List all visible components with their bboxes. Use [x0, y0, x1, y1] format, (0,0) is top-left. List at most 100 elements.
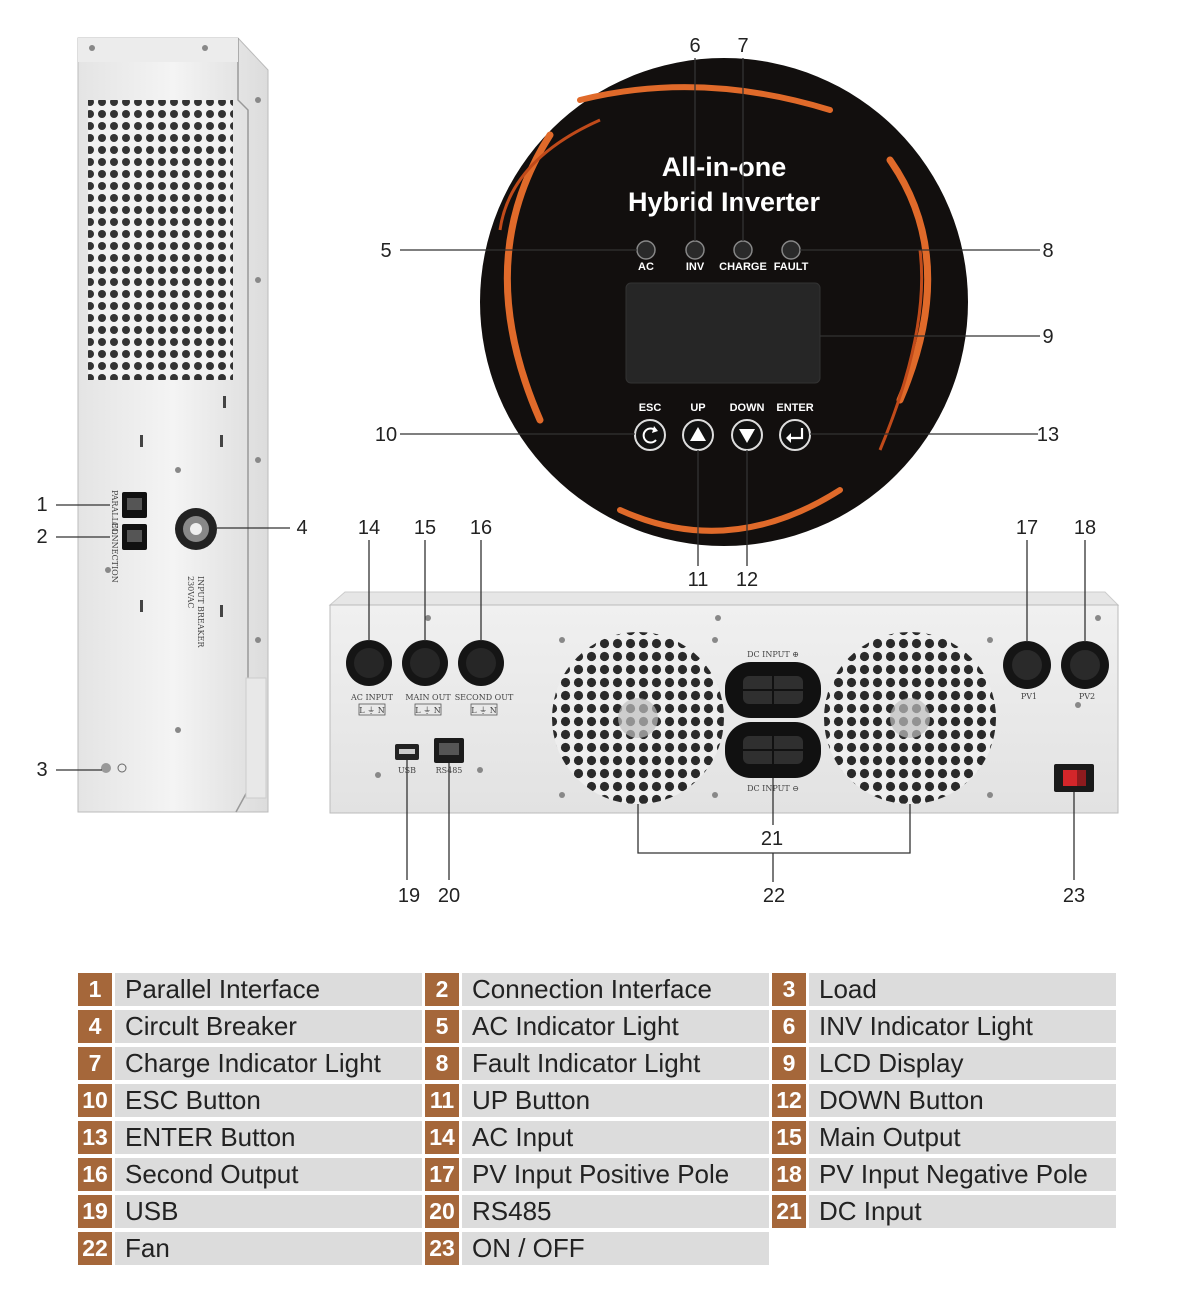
legend-label: Main Output	[809, 1121, 1116, 1154]
legend-number: 20	[425, 1195, 459, 1228]
pv2-text: PV2	[1079, 692, 1095, 701]
legend-number: 19	[78, 1195, 112, 1228]
enter-button[interactable]	[779, 419, 811, 451]
connection-text: CONNECTION	[110, 522, 119, 583]
legend-label: DC Input	[809, 1195, 1116, 1228]
legend-label: Circult Breaker	[115, 1010, 422, 1043]
callout-15: 15	[414, 517, 436, 539]
legend-label: Parallel Interface	[115, 973, 422, 1006]
legend-number: 10	[78, 1084, 112, 1117]
callout-18: 18	[1074, 517, 1096, 539]
callout-5: 5	[380, 240, 391, 262]
up-button[interactable]	[682, 419, 714, 451]
ground-terminal	[101, 763, 111, 773]
legend-number: 22	[78, 1232, 112, 1265]
legend-label: Connection Interface	[462, 973, 769, 1006]
legend-number: 1	[78, 973, 112, 1006]
second-out-lin: L ⏚ N	[471, 706, 496, 715]
callout-22: 22	[763, 885, 785, 907]
callout-17: 17	[1016, 517, 1038, 539]
panel-title-line2: Hybrid Inverter	[628, 187, 821, 217]
esc-button-label: ESC	[639, 402, 662, 414]
legend-number: 17	[425, 1158, 459, 1191]
breaker-text-1: INPUT BREAKER	[196, 576, 205, 648]
callout-16: 16	[470, 517, 492, 539]
callout-23: 23	[1063, 885, 1085, 907]
callout-21: 21	[761, 828, 783, 850]
callout-3: 3	[36, 759, 47, 781]
down-button[interactable]	[731, 419, 763, 451]
legend-label: Fan	[115, 1232, 422, 1265]
legend-label: RS485	[462, 1195, 769, 1228]
callout-14: 14	[358, 517, 380, 539]
legend-label: PV Input Negative Pole	[809, 1158, 1116, 1191]
callout-11: 11	[688, 569, 709, 591]
breaker-text-2: 230VAC	[186, 576, 195, 608]
pv1-text: PV1	[1021, 692, 1037, 701]
callout-2: 2	[36, 526, 47, 548]
legend-label: ENTER Button	[115, 1121, 422, 1154]
legend-label: ESC Button	[115, 1084, 422, 1117]
main-out-text: MAIN OUT	[405, 693, 451, 702]
callout-19: 19	[398, 885, 420, 907]
legend-label: AC Input	[462, 1121, 769, 1154]
ac-led-label: AC	[638, 261, 654, 273]
callout-numbers: 1 2 3 4 5 6 7 8 9 10 11 12 13 14 15 16 1…	[36, 35, 1096, 907]
charge-led	[733, 240, 753, 260]
legend-number: 18	[772, 1158, 806, 1191]
callout-13: 13	[1037, 424, 1059, 446]
rear-view: AC INPUT MAIN OUT SECOND OUT L ⏚ N L ⏚ N…	[328, 591, 1120, 814]
callout-12: 12	[736, 569, 758, 591]
main-out-lin: L ⏚ N	[415, 706, 440, 715]
enter-icon	[789, 428, 804, 440]
legend-number: 8	[425, 1047, 459, 1080]
legend-number: 9	[772, 1047, 806, 1080]
fault-led	[781, 240, 801, 260]
inv-led	[685, 240, 705, 260]
inv-led-label: INV	[686, 261, 705, 273]
side-vent-grille	[88, 100, 233, 380]
legend-number: 13	[78, 1121, 112, 1154]
legend-label: Second Output	[115, 1158, 422, 1191]
inverter-diagram: PARALLEL CONNECTION INPUT BREAKER 230VAC…	[36, 35, 1120, 907]
second-out-text: SECOND OUT	[455, 693, 514, 702]
legend-number: 12	[772, 1084, 806, 1117]
callout-9: 9	[1042, 326, 1053, 348]
lcd-display	[625, 282, 821, 384]
legend-label: INV Indicator Light	[809, 1010, 1116, 1043]
enter-button-label: ENTER	[776, 402, 813, 414]
charge-led-label: CHARGE	[719, 261, 767, 273]
ac-input-text: AC INPUT	[350, 693, 394, 702]
dc-input-top-text: DC INPUT ⊕	[747, 650, 799, 659]
panel-title-line1: All-in-one	[662, 152, 786, 182]
fault-led-label: FAULT	[774, 261, 809, 273]
legend-label: LCD Display	[809, 1047, 1116, 1080]
legend-number: 3	[772, 973, 806, 1006]
legend-number: 5	[425, 1010, 459, 1043]
esc-button[interactable]	[634, 419, 666, 451]
legend-number: 15	[772, 1121, 806, 1154]
legend-label: Charge Indicator Light	[115, 1047, 422, 1080]
callout-7: 7	[737, 35, 748, 57]
up-button-label: UP	[690, 402, 705, 414]
legend-number: 16	[78, 1158, 112, 1191]
